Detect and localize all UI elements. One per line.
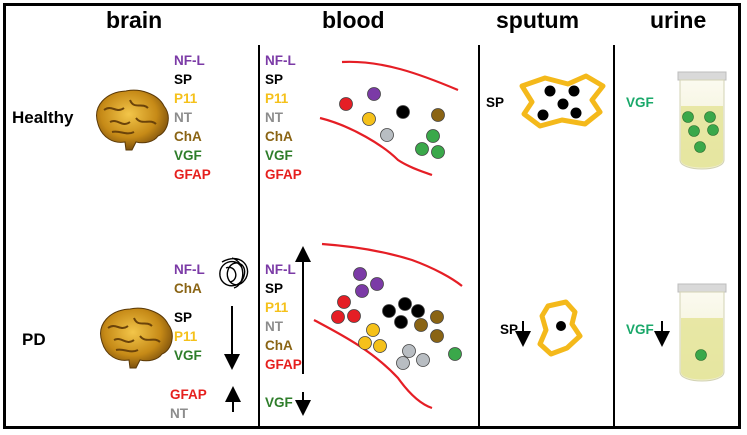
header-blood: blood xyxy=(322,7,385,33)
healthy-sputum-label: SP xyxy=(486,95,505,110)
brain-icon xyxy=(100,307,173,369)
healthy-urine-label: VGF xyxy=(626,95,654,110)
divider-sputum-urine xyxy=(613,45,615,426)
header-brain: brain xyxy=(106,7,163,33)
urine-tube-icon xyxy=(677,71,727,170)
marker-sp: SP xyxy=(174,72,193,87)
marker-nf-l: NF-L xyxy=(265,53,296,68)
marker-cha: ChA xyxy=(265,338,293,353)
pd-brain-markers-3: GFAP NT xyxy=(170,385,207,423)
marker-vgf: VGF xyxy=(265,395,293,410)
marker-nf-l: NF-L xyxy=(174,53,205,68)
pd-blood-markers-2: VGF xyxy=(265,393,293,412)
divider-brain-blood xyxy=(258,45,260,426)
marker-nt: NT xyxy=(265,110,283,125)
blood-cells-healthy xyxy=(339,87,445,159)
marker-vgf: VGF xyxy=(174,348,202,363)
pd-brain-markers-1: NF-L ChA xyxy=(174,260,205,298)
marker-p11: P11 xyxy=(174,91,198,106)
pd-sputum-label: SP xyxy=(500,322,519,337)
marker-gfap: GFAP xyxy=(265,167,302,182)
marker-vgf: VGF xyxy=(174,148,202,163)
sputum-blob-icon xyxy=(537,299,583,357)
marker-sp: SP xyxy=(265,281,284,296)
marker-sp: SP xyxy=(265,72,284,87)
marker-sp: SP xyxy=(174,310,193,325)
tangle-icon xyxy=(219,257,249,289)
blood-vessel-icon xyxy=(313,242,463,410)
marker-nf-l: NF-L xyxy=(265,262,296,277)
marker-p11: P11 xyxy=(265,91,289,106)
brain-icon xyxy=(96,89,169,151)
row-label-healthy: Healthy xyxy=(12,108,74,127)
marker-gfap: GFAP xyxy=(174,167,211,182)
marker-p11: P11 xyxy=(174,329,198,344)
pd-urine-label: VGF xyxy=(626,322,654,337)
blood-vessel-icon xyxy=(319,60,459,177)
divider-blood-sputum xyxy=(478,45,480,426)
marker-gfap: GFAP xyxy=(265,357,302,372)
urine-tube-icon xyxy=(677,283,727,382)
marker-gfap: GFAP xyxy=(170,387,207,402)
sputum-blob-icon xyxy=(519,73,606,129)
marker-vgf: VGF xyxy=(265,148,293,163)
row-label-pd: PD xyxy=(22,330,46,349)
marker-p11: P11 xyxy=(265,300,289,315)
header-urine: urine xyxy=(650,7,707,33)
header-sputum: sputum xyxy=(496,7,580,33)
marker-nt: NT xyxy=(170,406,188,421)
marker-cha: ChA xyxy=(265,129,293,144)
blood-cells-pd xyxy=(331,267,462,370)
marker-nt: NT xyxy=(265,319,283,334)
marker-cha: ChA xyxy=(174,129,202,144)
marker-cha: ChA xyxy=(174,281,202,296)
marker-nt: NT xyxy=(174,110,192,125)
marker-nf-l: NF-L xyxy=(174,262,205,277)
figure-frame xyxy=(3,3,741,429)
